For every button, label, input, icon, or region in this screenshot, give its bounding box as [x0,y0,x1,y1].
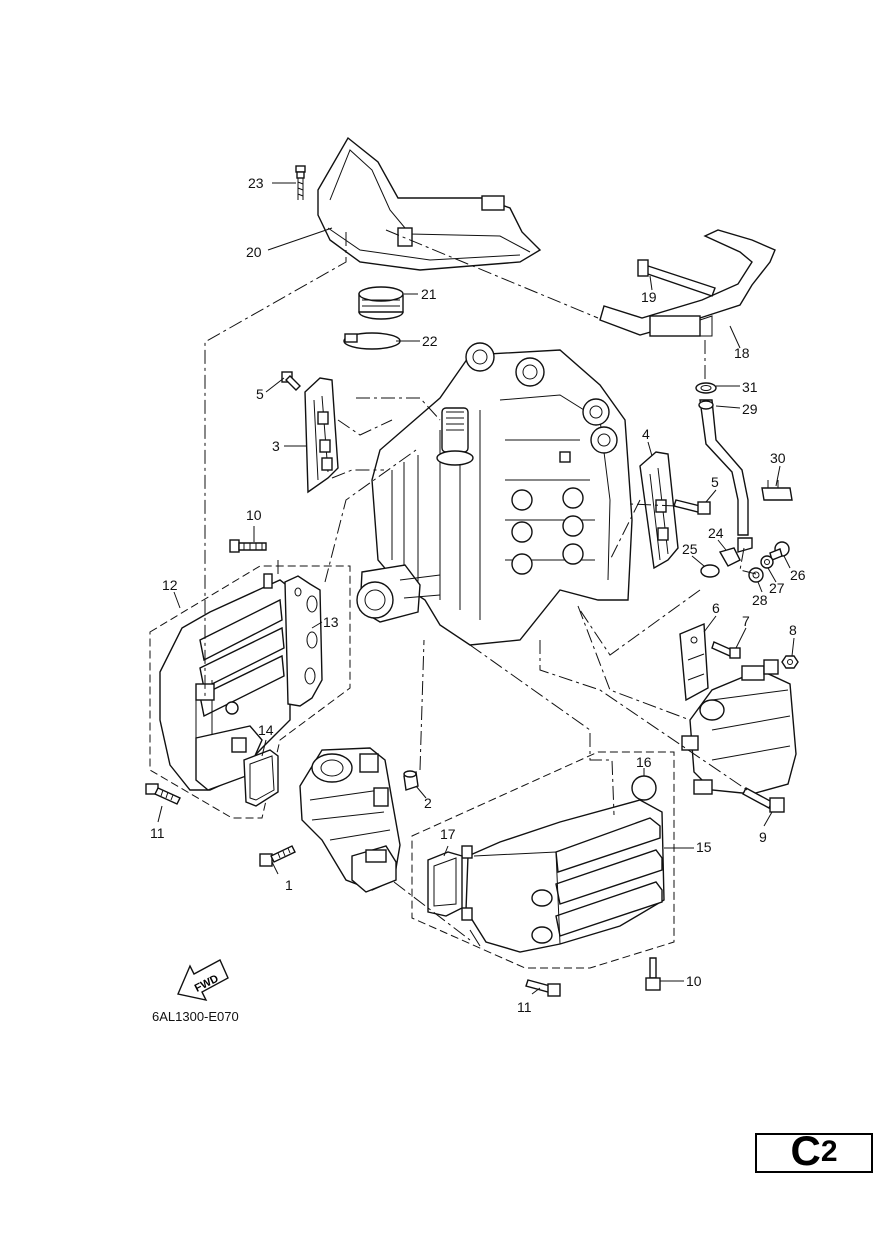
callout-10-left: 10 [246,507,262,523]
leader-lines [157,182,795,995]
callout-20: 20 [246,244,262,260]
callout-15: 15 [696,839,712,855]
bolt-5-left [281,371,301,391]
callout-13: 13 [323,614,339,630]
seal-28 [748,567,764,583]
bolt-9 [742,787,785,813]
plate-3 [304,377,339,494]
callout-6: 6 [712,600,720,616]
grommet-21 [358,286,404,320]
callout-30: 30 [770,450,786,466]
callout-8: 8 [789,622,797,638]
callout-11-lower: 11 [517,999,532,1015]
bolt-23 [295,165,306,200]
callout-25: 25 [682,541,698,557]
holder-30 [761,480,793,501]
gasket-13 [284,575,323,707]
gasket-17 [427,851,463,917]
callout-labels: 1 2 3 4 5 5 6 7 8 9 10 10 11 11 12 13 14… [150,175,806,1015]
callout-10-lower: 10 [686,973,702,989]
callout-22: 22 [422,333,438,349]
oring-16 [631,775,657,801]
callout-1: 1 [285,877,293,893]
callout-17: 17 [440,826,456,842]
bolt-11-lower [525,979,561,997]
clamp-22 [343,332,401,350]
callout-12: 12 [162,577,178,593]
bolt-1 [259,845,296,867]
gasket-14 [243,749,279,807]
callout-31: 31 [742,379,758,395]
collar-2 [403,770,419,791]
callout-28: 28 [752,592,768,608]
engine-block [356,342,633,646]
callout-5-left: 5 [256,386,264,402]
plate-4 [639,451,679,570]
bolt-26 [769,541,790,561]
clip-19 [637,259,716,297]
washer-27 [760,555,774,569]
callout-9: 9 [759,829,767,845]
bolt-5-right [673,499,711,515]
silencer-15 [461,799,665,953]
bolt-11-left [145,783,181,805]
callout-5-right: 5 [711,474,719,490]
callout-7: 7 [742,613,750,629]
callout-16: 16 [636,754,652,770]
callout-18: 18 [734,345,750,361]
callout-23: 23 [248,175,264,191]
figure-code: 6AL1300-E070 [152,1009,239,1024]
bolt-10-left [229,539,267,553]
fuel-unit [681,659,797,795]
oring-25 [700,564,720,578]
callout-3: 3 [272,438,280,454]
bolt-10-lower [645,957,661,991]
hose-29 [698,399,749,536]
callout-19: 19 [641,289,657,305]
throttle-body [299,747,401,893]
callout-29: 29 [742,401,758,417]
reference-lines [204,229,757,941]
group-outline-12 [149,565,351,819]
clamp-31 [695,382,717,394]
cover-20 [317,136,542,271]
bracket-6 [679,622,709,702]
page-number: 2 [820,1135,838,1168]
page-letter: C [790,1127,821,1174]
callout-26: 26 [790,567,806,583]
callout-4: 4 [642,426,650,442]
callout-14: 14 [258,722,274,738]
hose-18 [599,229,776,337]
fwd-arrow: FWD [177,959,229,1001]
callout-11-left: 11 [150,825,165,841]
callout-21: 21 [421,286,437,302]
joint-24 [718,537,753,567]
nut-8 [781,655,799,669]
bolt-7 [711,641,741,659]
callout-2: 2 [424,795,432,811]
callout-27: 27 [769,580,785,596]
group-outline-15 [411,751,675,969]
callout-24: 24 [708,525,724,541]
